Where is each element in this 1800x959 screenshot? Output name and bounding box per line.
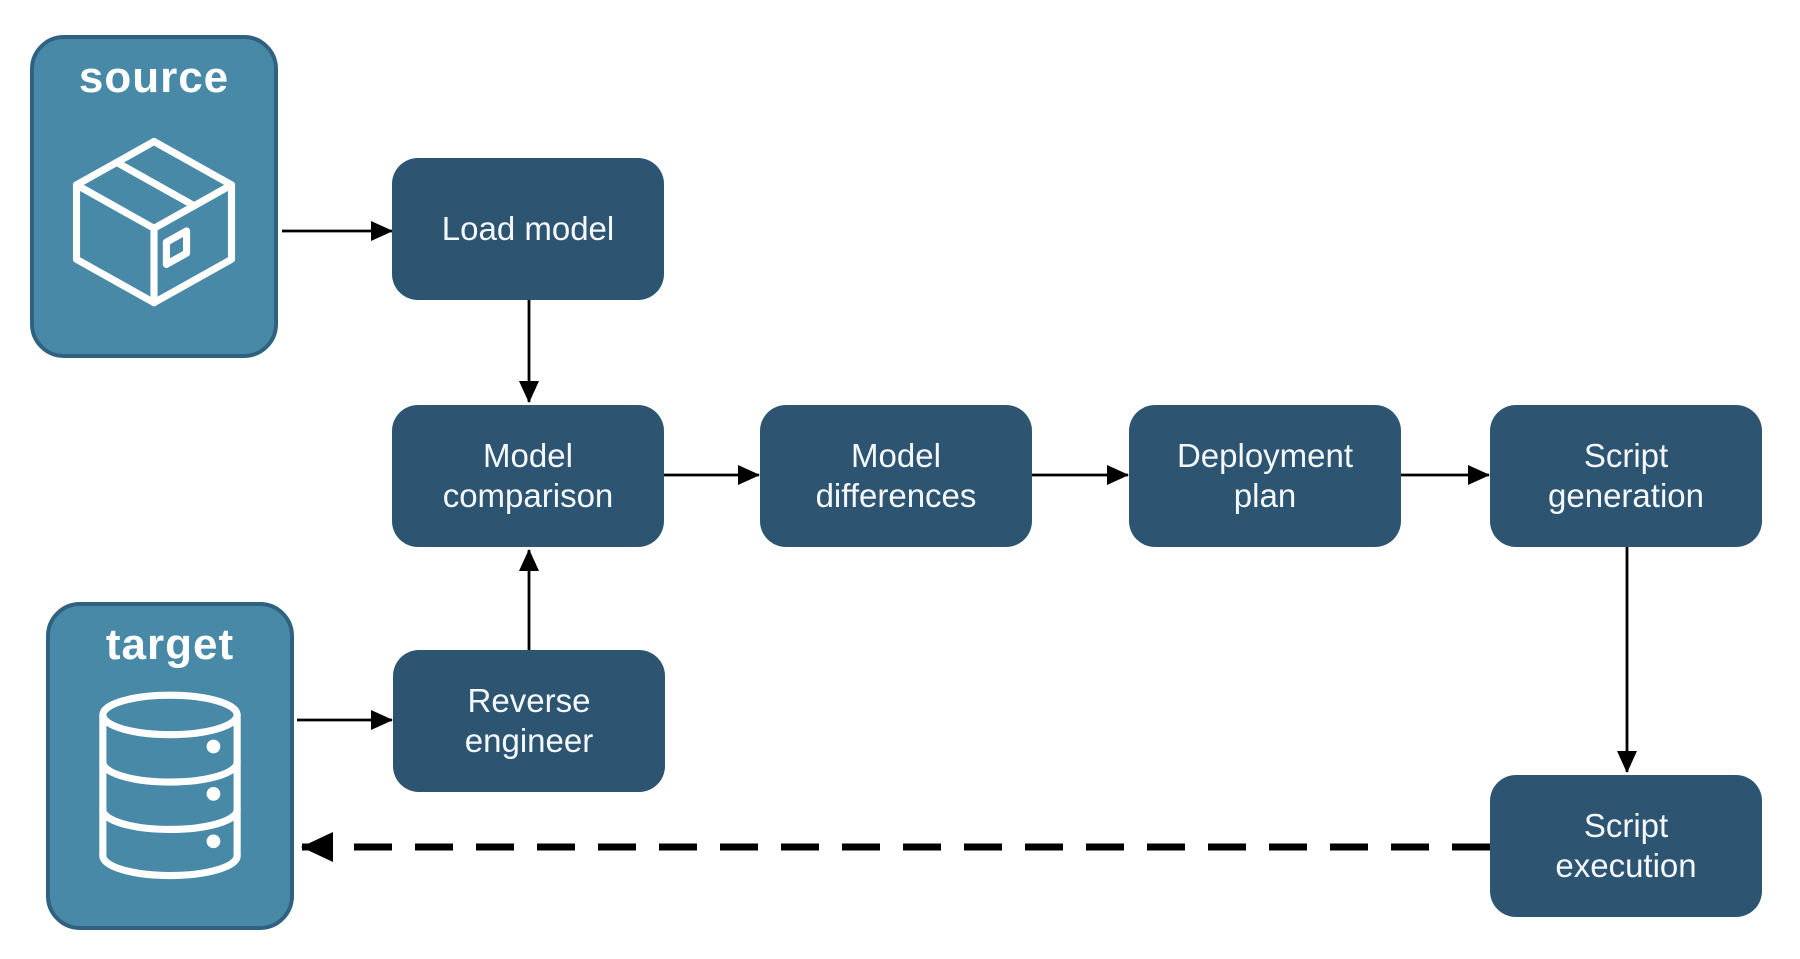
package-icon xyxy=(72,137,236,306)
source-label: source xyxy=(78,53,230,102)
node-model-comparison: Model comparison xyxy=(392,405,664,547)
node-script-execution: Script execution xyxy=(1490,775,1762,917)
node-deployment-plan: Deployment plan xyxy=(1129,405,1401,547)
node-label: Deployment plan xyxy=(1176,436,1354,514)
node-label: Script execution xyxy=(1555,806,1697,884)
node-label: Script generation xyxy=(1548,436,1704,514)
endpoint-source: source xyxy=(30,35,278,358)
node-label: Reverse engineer xyxy=(464,681,594,759)
target-label: target xyxy=(105,620,235,669)
node-script-generation: Script generation xyxy=(1490,405,1762,547)
endpoint-target: target xyxy=(46,602,294,930)
node-load-model: Load model xyxy=(392,158,664,300)
node-model-differences: Model differences xyxy=(760,405,1032,547)
node-label: Load model xyxy=(441,209,615,247)
node-label: Model differences xyxy=(815,436,977,514)
node-reverse-engineer: Reverse engineer xyxy=(393,650,665,792)
node-label: Model comparison xyxy=(442,436,614,514)
database-icon xyxy=(99,691,241,879)
